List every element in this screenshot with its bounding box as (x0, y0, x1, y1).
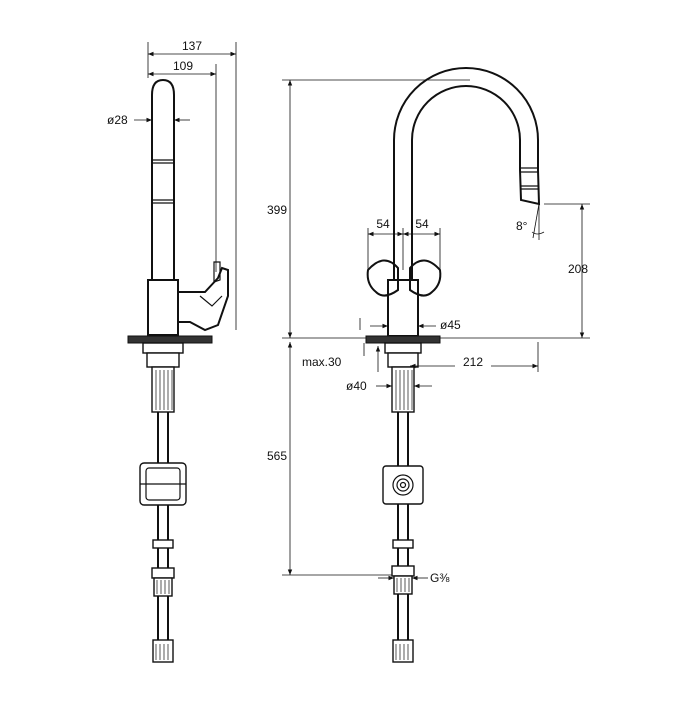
side-shank (151, 366, 175, 413)
dim-137-label: 137 (182, 39, 202, 53)
dim-angle-label: 8° (516, 219, 528, 233)
front-deck (365, 335, 441, 344)
front-counterweight (382, 465, 424, 505)
dim-208-label: 208 (568, 262, 588, 276)
dim-212-label: 212 (463, 355, 483, 369)
side-spout (151, 78, 175, 280)
dim-109-label: 109 (173, 59, 193, 73)
front-handle-left (366, 259, 399, 297)
front-spray-head (519, 169, 541, 206)
front-body (387, 279, 419, 337)
front-handle-right (409, 259, 442, 297)
dim-399-label: 399 (267, 203, 287, 217)
side-body (147, 279, 179, 336)
side-view: 137 109 ø28 (107, 39, 237, 663)
front-spout-inner (411, 85, 521, 280)
front-view: 399 565 54 54 8° 208 ø45 max.30 (267, 67, 590, 663)
dim-54-left-label: 54 (376, 217, 390, 231)
dim-o40-label: ø40 (346, 379, 367, 393)
dim-54-right-label: 54 (415, 217, 429, 231)
front-shank (391, 366, 415, 413)
dim-max30-label: max.30 (302, 355, 342, 369)
dim-o45-label: ø45 (440, 318, 461, 332)
side-handle (178, 266, 229, 332)
front-spout-outer (393, 67, 539, 280)
dim-565-label: 565 (267, 449, 287, 463)
side-deck (127, 335, 213, 344)
dim-o28-label: ø28 (107, 113, 128, 127)
dim-thread-label: G⅜ (430, 571, 450, 585)
